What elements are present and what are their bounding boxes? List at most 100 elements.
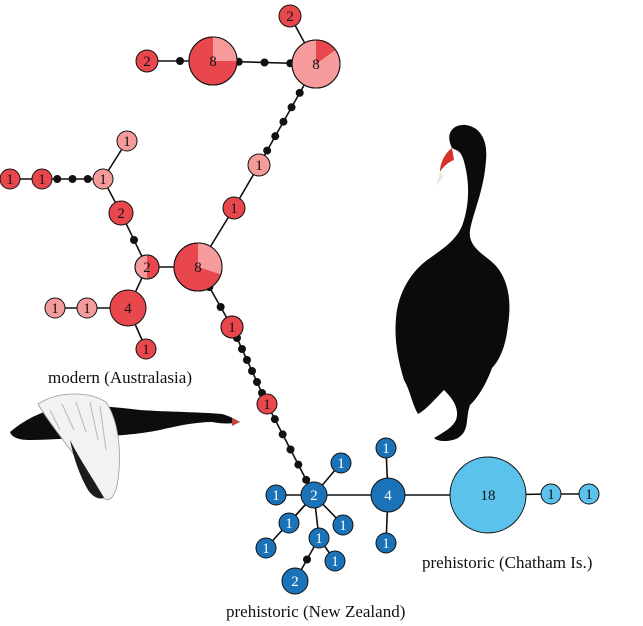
standing-swan-illustration bbox=[395, 124, 510, 441]
haplotype-count-label: 8 bbox=[209, 54, 217, 70]
haplotype-node-circle bbox=[281, 567, 309, 595]
haplotype-count-label: 1 bbox=[83, 301, 91, 317]
intermediate-dot bbox=[287, 103, 296, 112]
swan-beak-tip-shape bbox=[436, 172, 444, 186]
haplotype-node: 1 bbox=[135, 338, 157, 360]
haplotype-node: 1 bbox=[324, 550, 346, 572]
haplotype-count-label: 2 bbox=[286, 9, 294, 25]
haplotype-node-circle bbox=[0, 168, 21, 190]
haplotype-count-label: 1 bbox=[272, 488, 280, 504]
chatham-group-label: prehistoric (Chatham Is.) bbox=[422, 553, 592, 572]
haplotype-count-label: 2 bbox=[291, 574, 299, 590]
haplotype-count-label: 8 bbox=[312, 57, 320, 73]
intermediate-dot bbox=[303, 555, 311, 564]
haplotype-node-circle bbox=[220, 315, 244, 339]
haplotype-node-outline bbox=[173, 242, 223, 292]
intermediate-dot bbox=[279, 117, 288, 126]
intermediate-dot bbox=[68, 175, 77, 183]
intermediate-dot bbox=[248, 367, 256, 375]
haplotype-node-circle bbox=[449, 456, 527, 534]
flying-swan-illustration bbox=[10, 393, 240, 501]
haplotype-node-circle bbox=[300, 481, 328, 509]
haplotype-node: 8 bbox=[188, 36, 238, 86]
intermediate-dot bbox=[302, 475, 311, 484]
nz-group-label: prehistoric (New Zealand) bbox=[226, 602, 405, 621]
intermediate-dot bbox=[216, 303, 225, 311]
haplotype-node-circle bbox=[332, 514, 354, 536]
haplotype-node-circle bbox=[222, 196, 246, 220]
swan-beak-shape bbox=[440, 148, 454, 172]
haplotype-node: 1 bbox=[540, 483, 562, 505]
intermediate-dot bbox=[83, 175, 92, 183]
haplotype-node: 18 bbox=[449, 456, 527, 534]
haplotype-node: 1 bbox=[247, 153, 271, 177]
intermediate-dot bbox=[260, 58, 269, 67]
haplotype-node: 2 bbox=[108, 200, 134, 226]
haplotype-node-circle bbox=[265, 484, 287, 506]
haplotype-node: 2 bbox=[300, 481, 328, 509]
haplotype-node-wedge bbox=[147, 255, 159, 279]
haplotype-count-label: 1 bbox=[142, 342, 150, 358]
intermediate-dot bbox=[238, 345, 246, 353]
haplotype-node: 1 bbox=[31, 168, 53, 190]
haplotype-node: 1 bbox=[375, 437, 397, 459]
haplotype-count-label: 4 bbox=[124, 301, 132, 317]
haplotype-count-label: 1 bbox=[262, 541, 270, 557]
haplotype-node-circle bbox=[256, 393, 278, 415]
haplotype-node: 1 bbox=[375, 532, 397, 554]
haplotype-node: 1 bbox=[44, 297, 66, 319]
haplotype-node-circle bbox=[92, 168, 114, 190]
intermediate-dot bbox=[53, 175, 62, 183]
haplotype-node: 1 bbox=[308, 527, 330, 549]
haplotype-count-label: 1 bbox=[123, 134, 131, 150]
haplotype-node-circle bbox=[375, 437, 397, 459]
haplotype-count-label: 1 bbox=[51, 301, 59, 317]
haplotype-count-label: 18 bbox=[481, 488, 496, 504]
haplotype-node: 1 bbox=[92, 168, 114, 190]
haplotype-count-label: 8 bbox=[194, 260, 202, 276]
flying-swan-beak-shape bbox=[232, 418, 240, 426]
haplotype-count-label: 1 bbox=[263, 397, 271, 413]
haplotype-count-label: 1 bbox=[285, 516, 293, 532]
haplotype-node-circle bbox=[308, 527, 330, 549]
haplotype-node: 2 bbox=[135, 49, 159, 73]
haplotype-node-circle bbox=[31, 168, 53, 190]
haplotype-node-circle bbox=[255, 537, 277, 559]
haplotype-count-label: 4 bbox=[384, 488, 392, 504]
haplotype-node-outline bbox=[291, 39, 341, 89]
haplotype-node-circle bbox=[76, 297, 98, 319]
intermediate-dot bbox=[253, 378, 261, 386]
haplotype-node-circle bbox=[540, 483, 562, 505]
haplotype-node: 1 bbox=[76, 297, 98, 319]
haplotype-node-circle bbox=[330, 452, 352, 474]
intermediate-dot bbox=[176, 57, 184, 65]
haplotype-node-circle bbox=[278, 4, 302, 28]
haplotype-node: 1 bbox=[330, 452, 352, 474]
haplotype-node: 1 bbox=[256, 393, 278, 415]
haplotype-count-label: 1 bbox=[255, 158, 263, 174]
haplotype-node-outline bbox=[134, 254, 160, 280]
haplotype-count-label: 1 bbox=[6, 172, 14, 188]
haplotype-node: 1 bbox=[116, 130, 138, 152]
haplotype-node-wedge bbox=[198, 243, 222, 275]
haplotype-node: 8 bbox=[173, 242, 223, 292]
haplotype-node-circle bbox=[116, 130, 138, 152]
haplotype-node-outline bbox=[188, 36, 238, 86]
haplotype-count-label: 1 bbox=[228, 320, 236, 336]
haplotype-node: 4 bbox=[109, 289, 147, 327]
haplotype-node-circle bbox=[135, 49, 159, 73]
haplotype-count-label: 1 bbox=[382, 441, 390, 457]
haplotype-node: 1 bbox=[578, 483, 600, 505]
haplotype-node-wedge bbox=[213, 37, 237, 61]
intermediate-dot bbox=[286, 445, 295, 454]
flying-swan-wing-tip-shape bbox=[70, 440, 104, 499]
haplotype-node-circle bbox=[278, 512, 300, 534]
intermediate-dot bbox=[271, 132, 280, 141]
haplotype-count-label: 1 bbox=[230, 201, 238, 217]
flying-swan-feather-lines bbox=[49, 401, 107, 451]
intermediate-dot bbox=[263, 146, 272, 155]
swan-body-shape bbox=[395, 124, 510, 441]
haplotype-count-label: 1 bbox=[547, 487, 555, 503]
haplotype-count-label: 1 bbox=[331, 554, 339, 570]
